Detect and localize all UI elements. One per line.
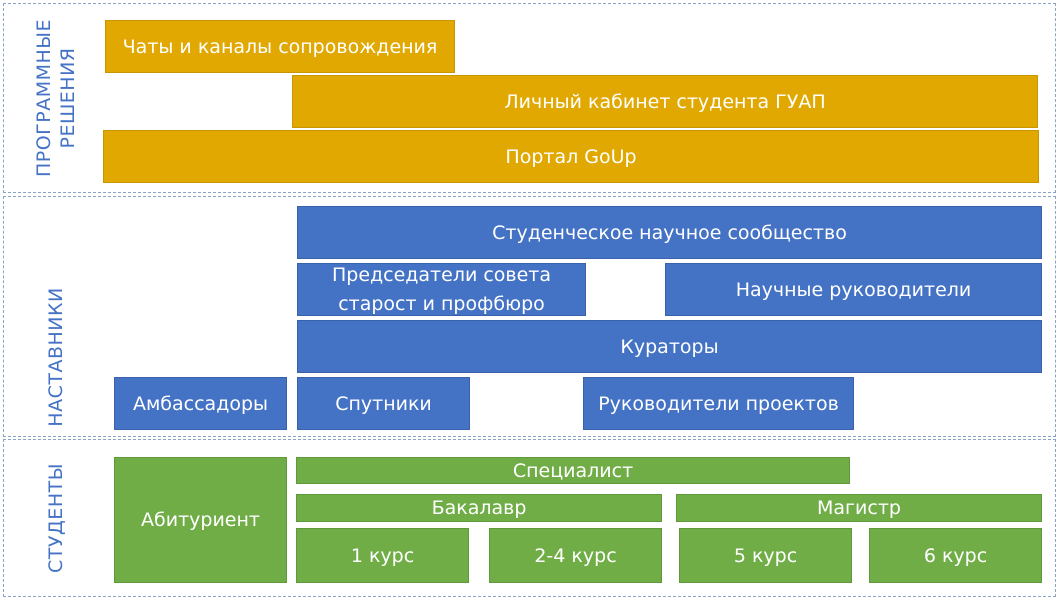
box-course-1: 1 курс [296,528,469,583]
box-applicant: Абитуриент [114,457,287,583]
box-companions: Спутники [297,377,470,430]
box-course-5: 5 курс [679,528,852,583]
box-ambassadors: Амбассадоры [114,377,287,430]
section-students-label: СТУДЕНТЫ [45,463,67,573]
section-software-label: ПРОГРАММНЫЕ РЕШЕНИЯ [33,18,79,178]
box-bachelor: Бакалавр [296,494,662,522]
box-scientific-supervisors: Научные руководители [665,263,1042,316]
box-chairs-council: Председатели совета старост и профбюро [297,263,586,316]
box-curators: Кураторы [297,320,1042,373]
box-portal-goup: Портал GoUp [103,130,1039,183]
box-scientific-community: Студенческое научное сообщество [297,206,1042,259]
box-master: Магистр [676,494,1042,522]
box-specialist: Специалист [296,457,850,484]
box-course-6: 6 курс [869,528,1042,583]
section-mentors-label: НАСТАВНИКИ [45,287,67,427]
box-chats-channels: Чаты и каналы сопровождения [105,20,455,73]
box-course-2-4: 2-4 курс [489,528,662,583]
section-software [3,3,1056,193]
box-student-cabinet: Личный кабинет студента ГУАП [292,75,1038,128]
section-students [3,439,1056,597]
box-project-leaders: Руководители проектов [583,377,854,430]
section-mentors [3,196,1056,437]
